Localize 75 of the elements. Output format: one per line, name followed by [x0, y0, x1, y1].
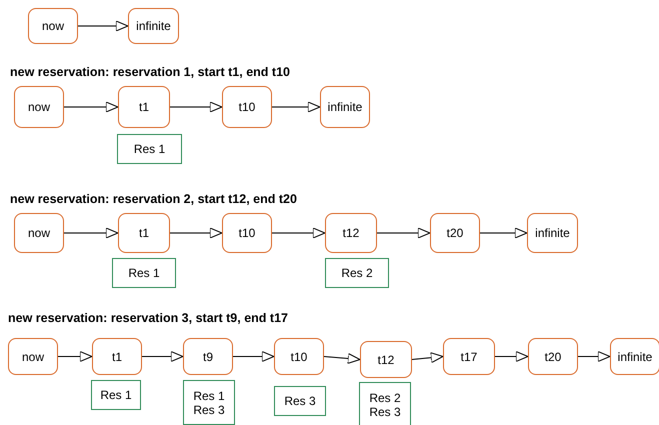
heading-text: new reservation: reservation 3, start t9, end t17 [8, 311, 288, 325]
node-text: now [28, 226, 50, 240]
node-text: Res 1 [128, 266, 160, 280]
arrow [412, 352, 444, 364]
arrow [578, 351, 610, 362]
node-text: Res 1 [193, 388, 225, 402]
arrow [272, 102, 320, 112]
time-box [274, 338, 324, 375]
time-box [222, 86, 272, 128]
time-box [527, 213, 578, 253]
time-box [222, 213, 272, 253]
time-box [118, 213, 170, 253]
time-box [443, 338, 495, 375]
time-box [430, 213, 480, 253]
node-text: infinite [535, 226, 570, 240]
arrow [170, 228, 222, 238]
node-text: t20 [446, 226, 464, 240]
arrow [64, 228, 118, 238]
node-text: Res 3 [369, 404, 401, 418]
heading-text: new reservation: reservation 1, start t1, end t10 [10, 65, 290, 79]
node-text: now [22, 350, 44, 364]
arrow [142, 351, 184, 362]
arrow [376, 228, 430, 238]
node-text: t9 [202, 350, 213, 364]
node-text: infinite [136, 19, 171, 33]
arrow [232, 351, 274, 362]
time-box [128, 8, 179, 44]
reservation-box [359, 382, 411, 425]
node-text: Res 1 [100, 388, 132, 402]
node-text: t10 [238, 100, 256, 114]
node-text: Res 3 [284, 394, 316, 408]
arrow [170, 102, 222, 112]
reservation-box [112, 258, 176, 288]
arrow [494, 351, 528, 362]
node-text: now [28, 100, 50, 114]
time-box [28, 8, 78, 44]
time-box [360, 341, 412, 378]
node-text: Res 2 [341, 266, 373, 280]
node-text: Res 1 [134, 142, 166, 156]
arrow [272, 228, 326, 238]
node-text: Res 2 [369, 390, 401, 404]
node-text: infinite [618, 350, 652, 364]
time-box [92, 338, 142, 375]
node-text: t1 [112, 350, 122, 364]
arrow [480, 228, 528, 238]
node-text: now [42, 19, 64, 33]
arrow [64, 102, 118, 112]
node-text: t1 [138, 226, 149, 240]
reservation-box [183, 380, 235, 425]
time-box [325, 213, 377, 253]
reservation-box [325, 258, 389, 288]
reservation-box [91, 380, 141, 410]
node-text: t10 [290, 350, 308, 364]
node-text: t10 [238, 226, 256, 240]
time-box [183, 338, 233, 375]
arrow [78, 20, 128, 32]
arrow [58, 351, 92, 362]
node-text: t20 [544, 350, 562, 364]
arrow [324, 353, 360, 364]
time-box [8, 338, 58, 375]
time-box [320, 86, 370, 128]
node-text: t12 [342, 226, 360, 240]
time-box [14, 86, 64, 128]
time-box [118, 86, 170, 128]
node-text: Res 3 [193, 402, 225, 416]
node-text: t1 [138, 100, 149, 114]
node-text: infinite [328, 100, 362, 114]
reservation-box [274, 386, 326, 416]
time-box [610, 338, 659, 375]
reservation-box [117, 134, 182, 164]
time-box [14, 213, 64, 253]
node-text: t17 [460, 350, 478, 364]
node-text: t12 [378, 352, 394, 366]
time-box [528, 338, 578, 375]
heading-text: new reservation: reservation 2, start t12, end t20 [10, 192, 297, 206]
